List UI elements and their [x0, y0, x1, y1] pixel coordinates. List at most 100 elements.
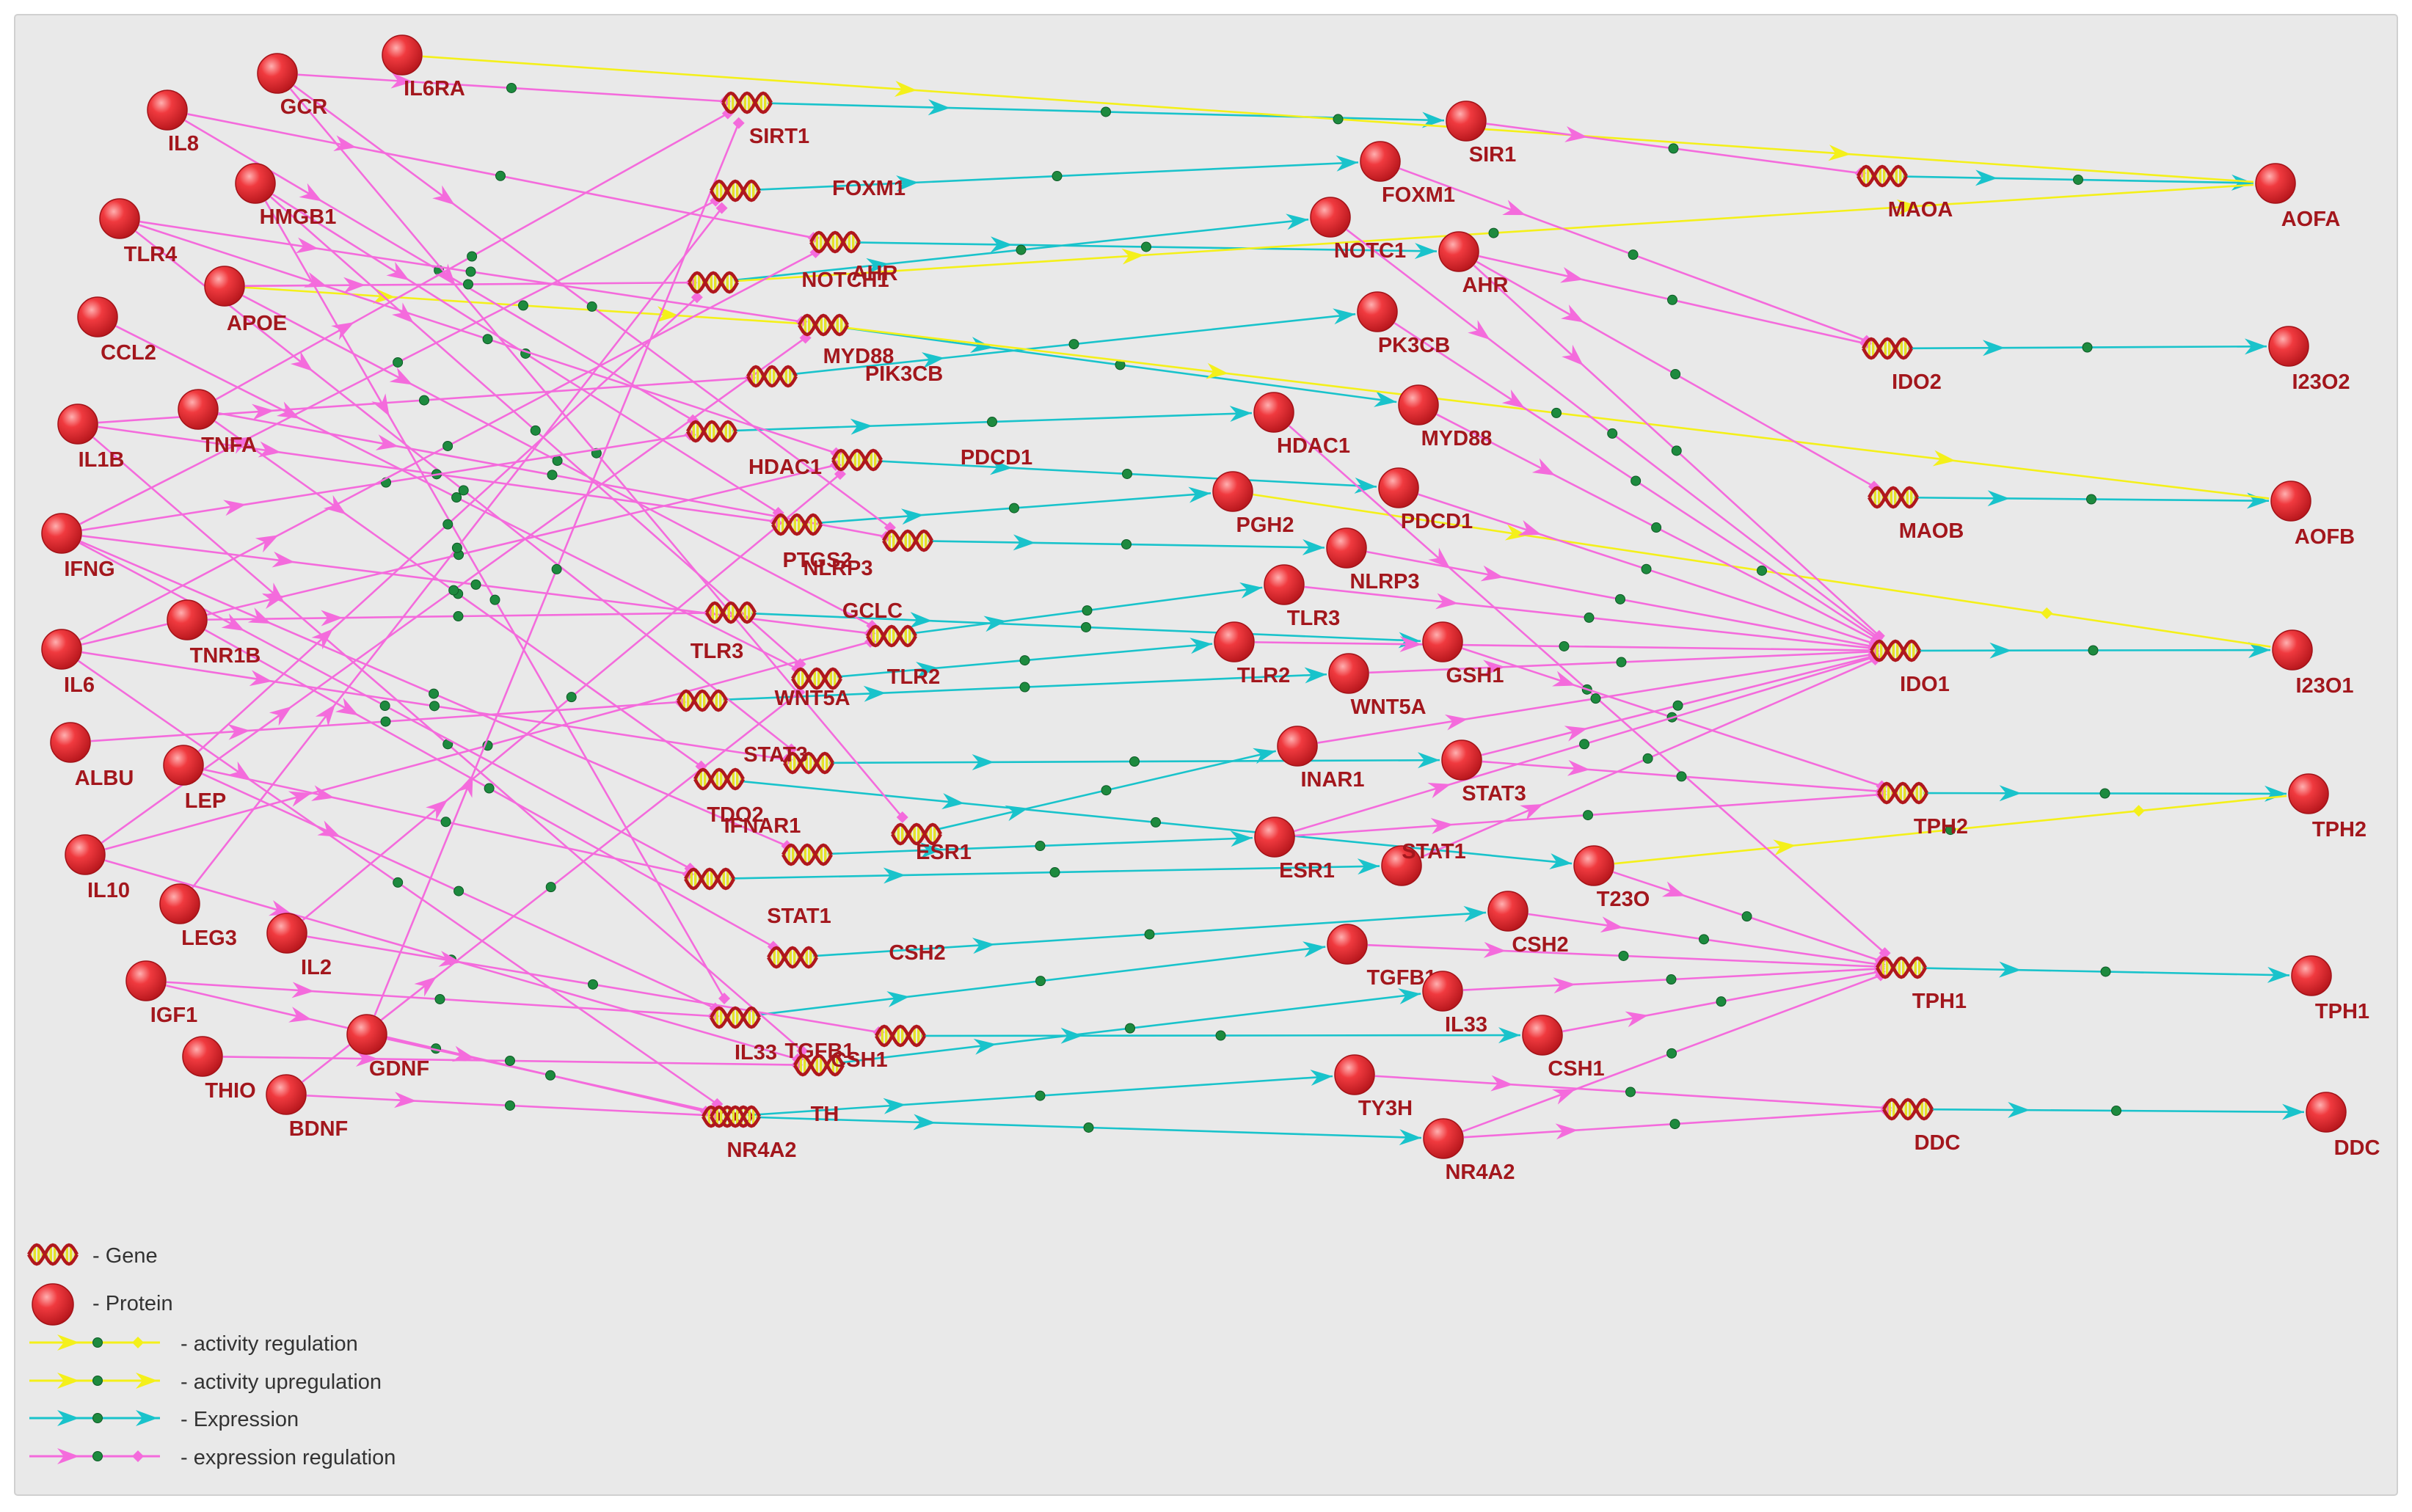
protein-node-ifng[interactable]: IFNG — [41, 513, 115, 581]
edge-arrow — [1989, 642, 2012, 659]
edge-midpoint-dot — [489, 594, 500, 605]
protein-node-i23o2[interactable]: I23O2 — [2268, 326, 2350, 394]
protein-node-leg3[interactable]: LEG3 — [159, 883, 237, 950]
protein-node-tnr1b[interactable]: TNR1B — [167, 599, 260, 668]
protein-node-notc1[interactable]: NOTC1 — [1310, 197, 1406, 263]
protein-node-il2[interactable]: IL2 — [266, 913, 332, 979]
protein-node-pdcd1[interactable]: PDCD1 — [1378, 467, 1473, 533]
dna-icon — [686, 420, 737, 443]
gene-node-foxm1[interactable]: FOXM1 — [710, 177, 906, 202]
edge-midpoint-dot — [434, 993, 445, 1004]
edge-expression — [855, 236, 1438, 260]
gene-node-tph2[interactable]: TPH2 — [1877, 781, 1968, 839]
gene-node-ido1[interactable]: IDO1 — [1870, 639, 1950, 696]
protein-node-nr4a2[interactable]: NR4A2 — [1423, 1118, 1515, 1184]
protein-node-nlrp3[interactable]: NLRP3 — [1326, 527, 1420, 594]
protein-node-ahr[interactable]: AHR — [1438, 231, 1508, 297]
protein-node-ccl2[interactable]: CCL2 — [77, 296, 156, 365]
dna-strand — [891, 822, 942, 846]
edge-arrow — [863, 685, 886, 702]
protein-node-t23o[interactable]: T23O — [1573, 845, 1650, 911]
edge-arrow — [916, 662, 939, 679]
protein-node-lep[interactable]: LEP — [163, 745, 226, 813]
protein-node-il10[interactable]: IL10 — [65, 834, 130, 902]
node-label: GDNF — [369, 1057, 429, 1081]
protein-node-igf1[interactable]: IGF1 — [125, 960, 197, 1027]
gene-node-pdcd1[interactable]: PDCD1 — [831, 446, 1032, 472]
protein-node-pgh2[interactable]: PGH2 — [1212, 471, 1294, 537]
gene-node-tlr2[interactable]: TLR2 — [791, 665, 940, 690]
gene-node-sirt1[interactable]: SIRT1 — [721, 91, 809, 148]
protein-node-thio[interactable]: THIO — [182, 1036, 256, 1103]
protein-node-gsh1[interactable]: GSH1 — [1422, 621, 1504, 687]
gene-node-csh2[interactable]: CSH2 — [767, 941, 946, 969]
edge-arrow — [295, 237, 319, 254]
protein-node-ddc[interactable]: DDC — [2306, 1092, 2380, 1160]
gene-node-gclc[interactable]: GCLC — [705, 599, 903, 624]
protein-node-wnt5a[interactable]: WNT5A — [1328, 653, 1427, 719]
gene-node-ido2[interactable]: IDO2 — [1862, 337, 1942, 394]
gene-node-notch1[interactable]: NOTCH1 — [688, 269, 889, 294]
protein-node-esr1[interactable]: ESR1 — [1254, 817, 1335, 883]
edge-midpoint-dot — [2082, 342, 2093, 353]
gene-node-tdo2[interactable]: TDO2 — [693, 767, 764, 827]
protein-node-tph2[interactable]: TPH2 — [2288, 773, 2367, 841]
protein-node-aofb[interactable]: AOFB — [2270, 481, 2355, 549]
protein-node-tnfa[interactable]: TNFA — [178, 389, 257, 457]
gene-node-ptgs2[interactable]: PTGS2 — [771, 513, 853, 572]
gene-node-wnt5a[interactable]: WNT5A — [677, 687, 850, 712]
protein-node-tlr2[interactable]: TLR2 — [1214, 621, 1290, 687]
protein-node-i23o1[interactable]: I23O1 — [2272, 629, 2354, 698]
protein-node-gdnf[interactable]: GDNF — [346, 1014, 429, 1081]
legend-diamond — [132, 1337, 144, 1348]
gene-node-nlrp3[interactable]: NLRP3 — [803, 529, 933, 580]
protein-node-tlr3[interactable]: TLR3 — [1264, 564, 1341, 630]
edge-midpoint-dot — [393, 877, 404, 888]
gene-node-pik3cb[interactable]: PIK3CB — [746, 362, 943, 388]
protein-node-csh2[interactable]: CSH2 — [1487, 891, 1569, 957]
protein-node-il8[interactable]: IL8 — [147, 90, 199, 156]
gene-node-tlr3[interactable]: TLR3 — [691, 624, 917, 663]
protein-node-apoe[interactable]: APOE — [204, 266, 287, 335]
gene-node-ddc[interactable]: DDC — [1882, 1098, 1960, 1155]
protein-node-il6ra[interactable]: IL6RA — [382, 34, 465, 101]
protein-node-tlr4[interactable]: TLR4 — [99, 198, 177, 266]
gene-node-nr4a2[interactable]: NR4A2 — [710, 1105, 797, 1162]
protein-node-il33[interactable]: IL33 — [1422, 971, 1487, 1037]
protein-node-csh1[interactable]: CSH1 — [1522, 1015, 1605, 1081]
gene-node-tph1[interactable]: TPH1 — [1876, 956, 1967, 1013]
protein-node-il1b[interactable]: IL1B — [57, 403, 124, 472]
protein-node-stat1[interactable]: STAT1 — [1381, 840, 1466, 886]
gene-node-maob[interactable]: MAOB — [1868, 486, 1964, 543]
protein-node-sir1[interactable]: SIR1 — [1446, 101, 1516, 167]
gene-node-esr1[interactable]: ESR1 — [781, 841, 972, 866]
protein-node-pk3cb[interactable]: PK3CB — [1357, 291, 1450, 357]
protein-node-myd88[interactable]: MYD88 — [1398, 384, 1492, 450]
protein-node-ty3h[interactable]: TY3H — [1334, 1054, 1413, 1120]
protein-node-albu[interactable]: ALBU — [50, 722, 134, 790]
edge-arrow — [311, 629, 334, 650]
gene-node-ifnar1[interactable]: IFNAR1 — [724, 814, 942, 846]
protein-node-stat3[interactable]: STAT3 — [1441, 739, 1526, 806]
protein-node-gcr[interactable]: GCR — [257, 53, 327, 119]
node-label: TLR3 — [1287, 607, 1341, 630]
gene-node-stat3[interactable]: STAT3 — [743, 743, 834, 775]
gene-node-maoa[interactable]: MAOA — [1857, 164, 1953, 222]
protein-node-hmgb1[interactable]: HMGB1 — [235, 163, 336, 229]
edge-arrow — [2267, 966, 2290, 983]
gene-node-csh1[interactable]: CSH1 — [831, 1024, 926, 1072]
node-label: IL2 — [301, 956, 332, 979]
protein-node-foxm1[interactable]: FOXM1 — [1360, 141, 1455, 207]
gene-node-hdac1[interactable]: HDAC1 — [686, 420, 822, 479]
gene-node-il33[interactable]: IL33 — [735, 1041, 845, 1077]
node-label: ESR1 — [1279, 859, 1335, 883]
protein-node-inar1[interactable]: INAR1 — [1277, 726, 1365, 792]
gene-node-ahr[interactable]: AHR — [809, 230, 897, 285]
protein-node-bdnf[interactable]: BDNF — [266, 1074, 348, 1141]
gene-node-stat1[interactable]: STAT1 — [684, 867, 831, 928]
gene-node-myd88[interactable]: MYD88 — [798, 313, 894, 368]
protein-node-hdac1[interactable]: HDAC1 — [1253, 392, 1350, 458]
protein-node-aofa[interactable]: AOFA — [2255, 163, 2340, 231]
protein-node-tph1[interactable]: TPH1 — [2291, 955, 2369, 1023]
protein-node-il6[interactable]: IL6 — [41, 629, 95, 697]
